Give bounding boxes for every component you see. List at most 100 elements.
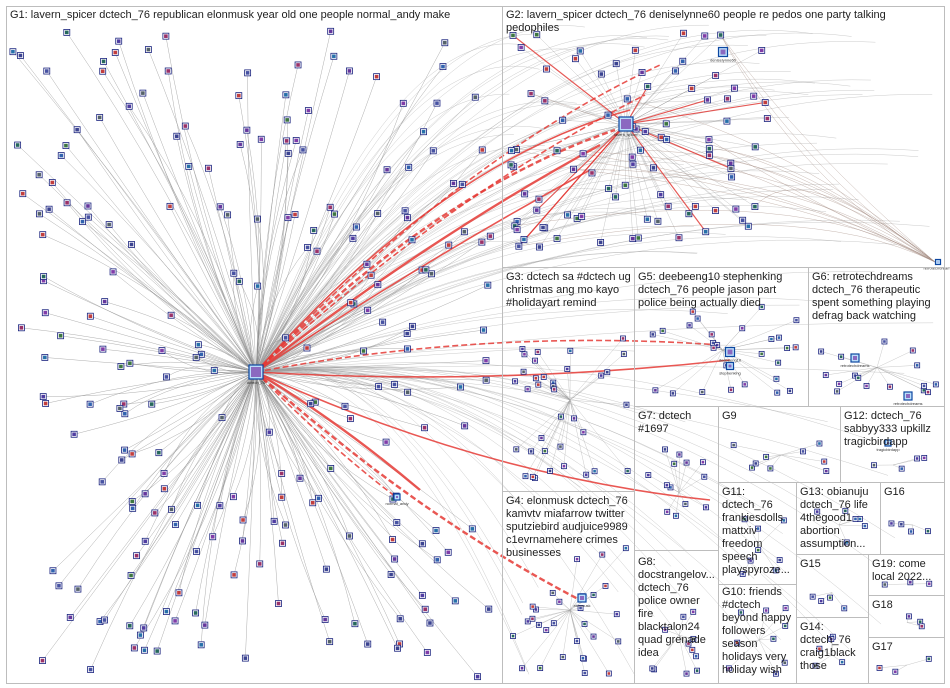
node — [507, 161, 515, 169]
node — [744, 222, 752, 230]
edge — [569, 338, 624, 401]
node — [120, 400, 128, 408]
node — [74, 585, 82, 593]
hub-node — [934, 258, 942, 266]
node — [66, 614, 74, 621]
node — [921, 382, 927, 389]
node — [41, 309, 49, 317]
edge — [255, 103, 585, 373]
edge — [143, 371, 257, 629]
node — [84, 202, 92, 210]
node — [86, 400, 94, 408]
node — [561, 463, 567, 470]
edge — [516, 149, 936, 263]
edge — [653, 634, 680, 670]
edge — [758, 639, 785, 663]
node — [209, 533, 217, 541]
edge — [708, 139, 936, 263]
edge — [45, 312, 257, 373]
node — [153, 647, 161, 655]
edge — [58, 371, 257, 586]
edge — [166, 371, 257, 612]
node — [712, 207, 719, 215]
edge — [625, 123, 756, 207]
node — [534, 349, 541, 355]
node — [128, 450, 136, 458]
node — [906, 613, 912, 620]
node — [79, 218, 86, 226]
edge — [673, 463, 680, 493]
edge — [255, 189, 834, 373]
node — [158, 347, 166, 354]
node — [662, 446, 668, 453]
edge — [549, 399, 571, 471]
edge-highlight — [255, 371, 401, 501]
edge — [514, 123, 627, 227]
edge — [532, 606, 571, 611]
node — [652, 387, 659, 394]
node — [818, 348, 825, 355]
edge-highlight — [255, 370, 421, 491]
node — [533, 206, 541, 214]
edge — [720, 34, 936, 263]
node — [55, 582, 63, 590]
node — [700, 459, 706, 466]
edge — [825, 367, 878, 376]
edge — [88, 216, 257, 373]
node — [278, 470, 286, 477]
edge — [854, 367, 878, 376]
edge — [722, 349, 778, 393]
node — [827, 594, 833, 601]
node — [728, 173, 736, 181]
group-label-g11: G11: dctech_76 frankiesdolls mattxiv fre… — [722, 486, 790, 576]
group-label-g7: G7: dctech #1697 — [638, 410, 695, 435]
edge — [780, 451, 804, 456]
node — [101, 616, 108, 624]
node — [685, 210, 693, 218]
edge — [255, 271, 875, 373]
node — [375, 383, 382, 390]
node — [590, 592, 597, 598]
node — [98, 478, 106, 486]
edge — [625, 123, 716, 211]
node — [664, 202, 672, 210]
node — [717, 31, 725, 39]
node — [168, 505, 175, 513]
node — [702, 228, 710, 236]
edge — [255, 322, 934, 373]
edge — [255, 219, 900, 373]
edge — [255, 367, 828, 642]
node — [688, 85, 696, 92]
node — [510, 633, 516, 639]
node — [669, 390, 676, 397]
node — [761, 99, 769, 106]
edge — [530, 399, 571, 452]
node — [571, 415, 577, 422]
node — [871, 462, 877, 469]
node — [19, 190, 27, 198]
node — [482, 357, 490, 365]
node — [898, 521, 905, 528]
edge — [123, 371, 257, 405]
node — [126, 622, 134, 630]
edge — [625, 34, 721, 125]
node — [527, 90, 535, 98]
edge — [838, 524, 865, 527]
node — [529, 615, 536, 622]
node — [838, 353, 845, 360]
edge — [255, 217, 289, 373]
node — [574, 638, 580, 644]
group-label-g18: G18 — [872, 599, 893, 611]
node — [39, 231, 47, 239]
node — [521, 351, 528, 358]
node — [166, 202, 174, 210]
edge — [625, 120, 727, 125]
node — [512, 378, 518, 385]
edge — [255, 371, 387, 443]
node — [816, 440, 823, 447]
hub-node — [724, 346, 736, 358]
node — [823, 468, 830, 475]
edge — [12, 51, 257, 373]
node — [649, 665, 656, 672]
node — [767, 465, 774, 472]
